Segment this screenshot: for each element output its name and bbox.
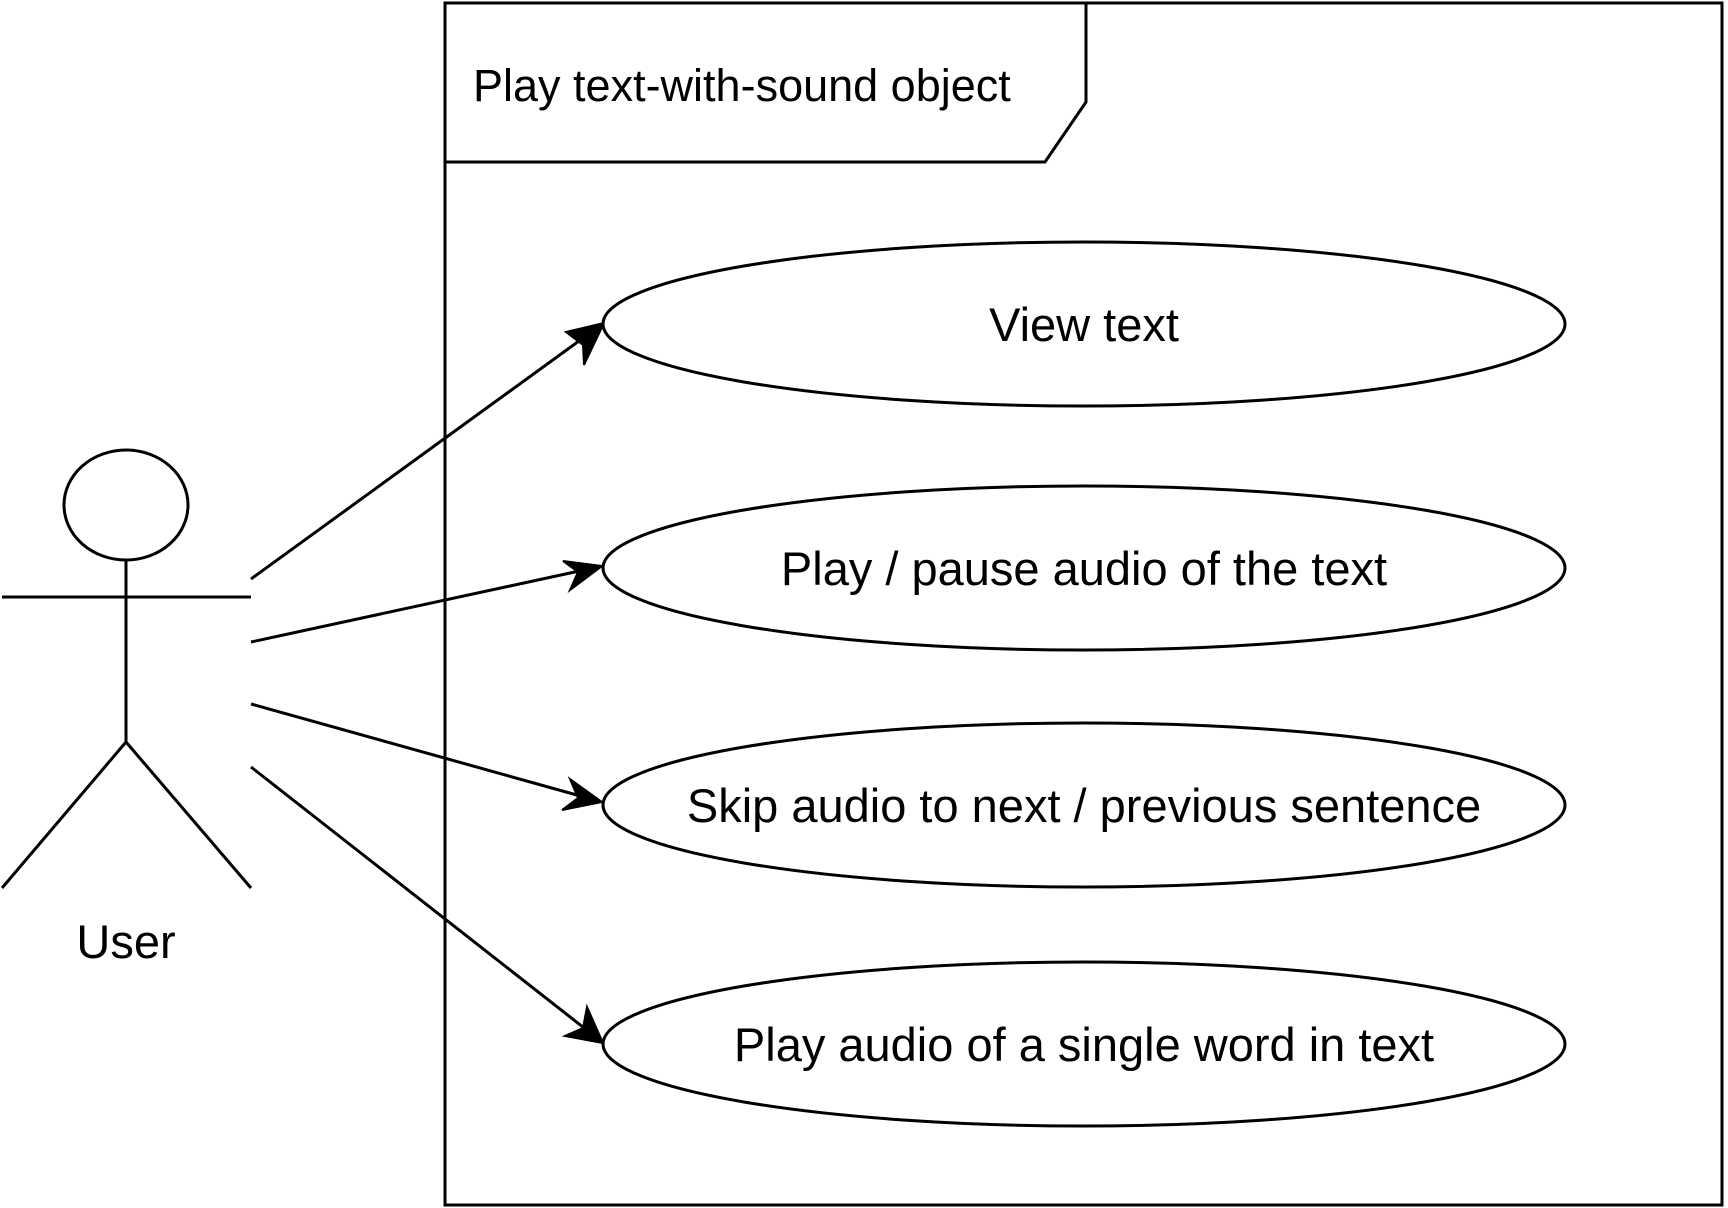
use-case-label: Skip audio to next / previous sentence: [687, 779, 1481, 832]
actor-label: User: [76, 915, 175, 968]
actor-user: User: [0, 448, 253, 968]
actor-head: [62, 448, 190, 562]
system-frame: Play text-with-sound object: [443, 1, 1724, 1207]
use-case-ellipse: [601, 960, 1567, 1128]
arrowhead-play-pause: [562, 560, 605, 594]
arrowhead-single-word: [561, 1003, 605, 1045]
actor-right-leg: [124, 741, 253, 889]
use-case-ellipse: [601, 484, 1567, 652]
association-line-skip-audio: [250, 702, 585, 799]
actor-left-leg: [0, 741, 128, 889]
use-case-label: View text: [989, 298, 1179, 351]
use-cases: View text Play / pause audio of the text…: [601, 240, 1567, 1128]
use-case-label: Play audio of a single word in text: [734, 1018, 1434, 1071]
use-case-play-pause: Play / pause audio of the text: [601, 484, 1567, 652]
use-case-ellipse: [601, 240, 1567, 408]
arrowhead-view-text: [563, 321, 606, 366]
use-case-label: Play / pause audio of the text: [781, 542, 1387, 595]
frame-title: Play text-with-sound object: [473, 60, 1011, 111]
use-case-ellipse: [601, 721, 1567, 889]
association-line-single-word: [250, 765, 589, 1033]
arrowhead-skip-audio: [561, 776, 605, 811]
association-line-play-pause: [250, 568, 585, 644]
frame-title-tab: [445, 3, 1088, 164]
use-case-skip-audio: Skip audio to next / previous sentence: [601, 721, 1567, 889]
system-boundary: [443, 1, 1724, 1207]
associations: [250, 321, 606, 1045]
association-line-view-text: [250, 331, 591, 581]
use-case-single-word: Play audio of a single word in text: [601, 960, 1567, 1128]
use-case-view-text: View text: [601, 240, 1567, 408]
